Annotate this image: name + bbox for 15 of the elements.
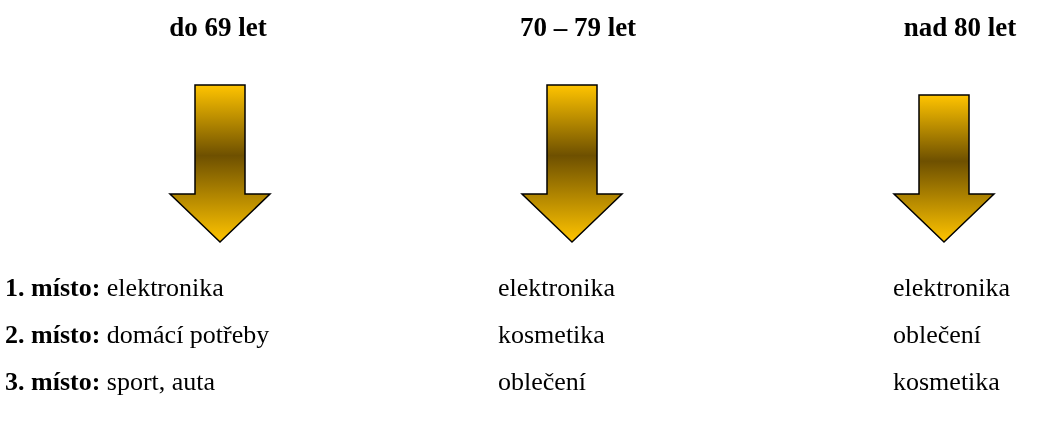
ranking-item: kosmetika (893, 366, 1001, 398)
age-group-heading: 70 – 79 let (478, 12, 678, 43)
ranking-item: 3. místo: sport, auta (5, 366, 217, 398)
block-arrow (168, 84, 272, 244)
ranking-item: kosmetika (498, 319, 606, 351)
ranking-item: elektronika (893, 272, 1010, 304)
ranking-item: oblečení (498, 366, 588, 398)
age-group-heading: do 69 let (118, 12, 318, 43)
ranking-item: 1. místo: elektronika (5, 272, 225, 304)
block-arrow (892, 94, 996, 244)
ranking-item: 2. místo: domácí potřeby (5, 319, 270, 351)
ranking-item: oblečení (893, 319, 983, 351)
block-arrow (520, 84, 624, 244)
ranking-item: elektronika (498, 272, 615, 304)
age-group-heading: nad 80 let (860, 12, 1051, 43)
